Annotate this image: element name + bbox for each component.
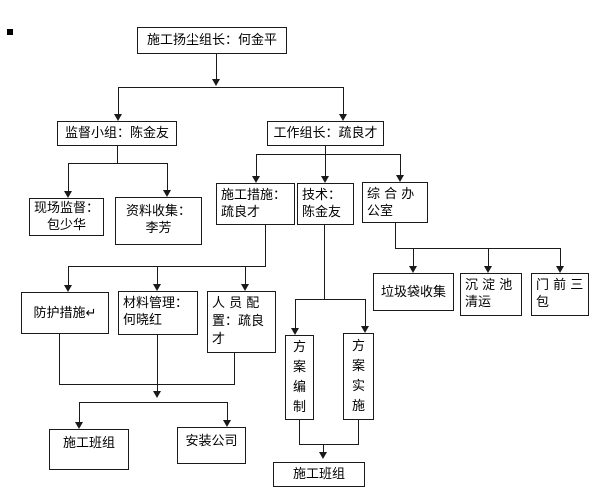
node-staffing[interactable]: 人 员 配 置：疏良 才	[207, 291, 276, 353]
arrow-down	[484, 266, 492, 273]
arrow-down	[153, 284, 161, 291]
arrow-down	[291, 328, 299, 335]
connector-line	[68, 163, 69, 192]
connector-line	[118, 87, 344, 88]
connector-line	[59, 384, 235, 385]
node-garbage-bag-collection[interactable]: 垃圾袋收集	[373, 273, 454, 311]
connector-line	[245, 266, 246, 285]
connector-line	[358, 420, 359, 444]
node-supervision-group[interactable]: 监督小组：陈金友	[57, 121, 177, 146]
connector-line	[295, 299, 366, 300]
connector-line	[79, 402, 228, 403]
node-construction-crew-left[interactable]: 施工班组	[49, 429, 129, 470]
selection-handle[interactable]	[7, 29, 13, 35]
connector-line	[256, 154, 257, 177]
arrow-down	[241, 284, 249, 291]
node-sedimentation-tank-clearing[interactable]: 沉 淀 池 清运	[460, 273, 522, 316]
node-plan-preparation[interactable]: 方 案 编 制	[285, 335, 314, 420]
connector-line	[323, 444, 324, 453]
connector-line	[265, 225, 266, 266]
node-data-collection[interactable]: 资料收集： 李芳	[115, 197, 202, 245]
connector-line	[68, 163, 168, 164]
node-plan-implementation[interactable]: 方 案 实 施	[343, 333, 374, 420]
connector-line	[299, 420, 300, 444]
connector-line	[324, 225, 325, 299]
arrow-down	[212, 79, 220, 86]
connector-line	[118, 87, 119, 115]
node-construction-crew-bottom[interactable]: 施工班组	[273, 462, 365, 487]
arrow-down	[321, 176, 329, 183]
connector-line	[325, 154, 326, 177]
node-installation-company[interactable]: 安装公司	[177, 427, 246, 464]
connector-line	[157, 335, 158, 384]
node-dust-team-leader[interactable]: 施工扬尘组长：何金平	[137, 27, 287, 54]
connector-line	[68, 266, 69, 286]
connector-line	[68, 266, 266, 267]
arrow-down	[361, 326, 369, 333]
arrow-down	[153, 391, 161, 398]
node-construction-measures[interactable]: 施工措施： 疏良才	[216, 183, 295, 225]
connector-line	[488, 248, 489, 267]
connector-line	[59, 334, 60, 384]
node-site-supervision[interactable]: 现场监督： 包少华	[29, 198, 104, 236]
arrow-down	[409, 266, 417, 273]
connector-line	[117, 146, 118, 164]
arrow-down	[223, 420, 231, 427]
connector-line	[325, 146, 326, 155]
arrow-down	[75, 422, 83, 429]
node-material-management[interactable]: 材料管理： 何晓红	[118, 291, 198, 335]
node-door-front-three-guarantees[interactable]: 门 前 三 包	[531, 273, 589, 316]
node-general-office[interactable]: 综 合 办 公室	[362, 182, 428, 223]
connector-line	[400, 154, 401, 176]
arrow-down	[396, 175, 404, 182]
connector-line	[395, 248, 561, 249]
connector-line	[79, 402, 80, 423]
node-work-leader[interactable]: 工作组长：疏良才	[267, 121, 384, 146]
node-protective-measures[interactable]: 防护措施↵	[21, 292, 109, 334]
arrow-down	[64, 191, 72, 198]
connector-line	[157, 266, 158, 285]
connector-line	[343, 87, 344, 115]
arrow-down	[114, 114, 122, 121]
connector-line	[167, 163, 168, 191]
connector-line	[299, 444, 359, 445]
connector-line	[157, 384, 158, 392]
connector-line	[295, 299, 296, 329]
arrow-down	[319, 452, 327, 459]
connector-line	[256, 154, 401, 155]
arrow-down	[556, 266, 564, 273]
node-technology[interactable]: 技术： 陈金友	[297, 183, 354, 225]
connector-line	[560, 248, 561, 267]
arrow-down	[163, 190, 171, 197]
arrow-down	[64, 285, 72, 292]
connector-line	[216, 53, 217, 80]
arrow-down	[339, 114, 347, 121]
connector-line	[227, 402, 228, 421]
connector-line	[234, 353, 235, 384]
connector-line	[365, 299, 366, 327]
connector-line	[395, 223, 396, 248]
connector-line	[413, 248, 414, 267]
arrow-down	[252, 176, 260, 183]
